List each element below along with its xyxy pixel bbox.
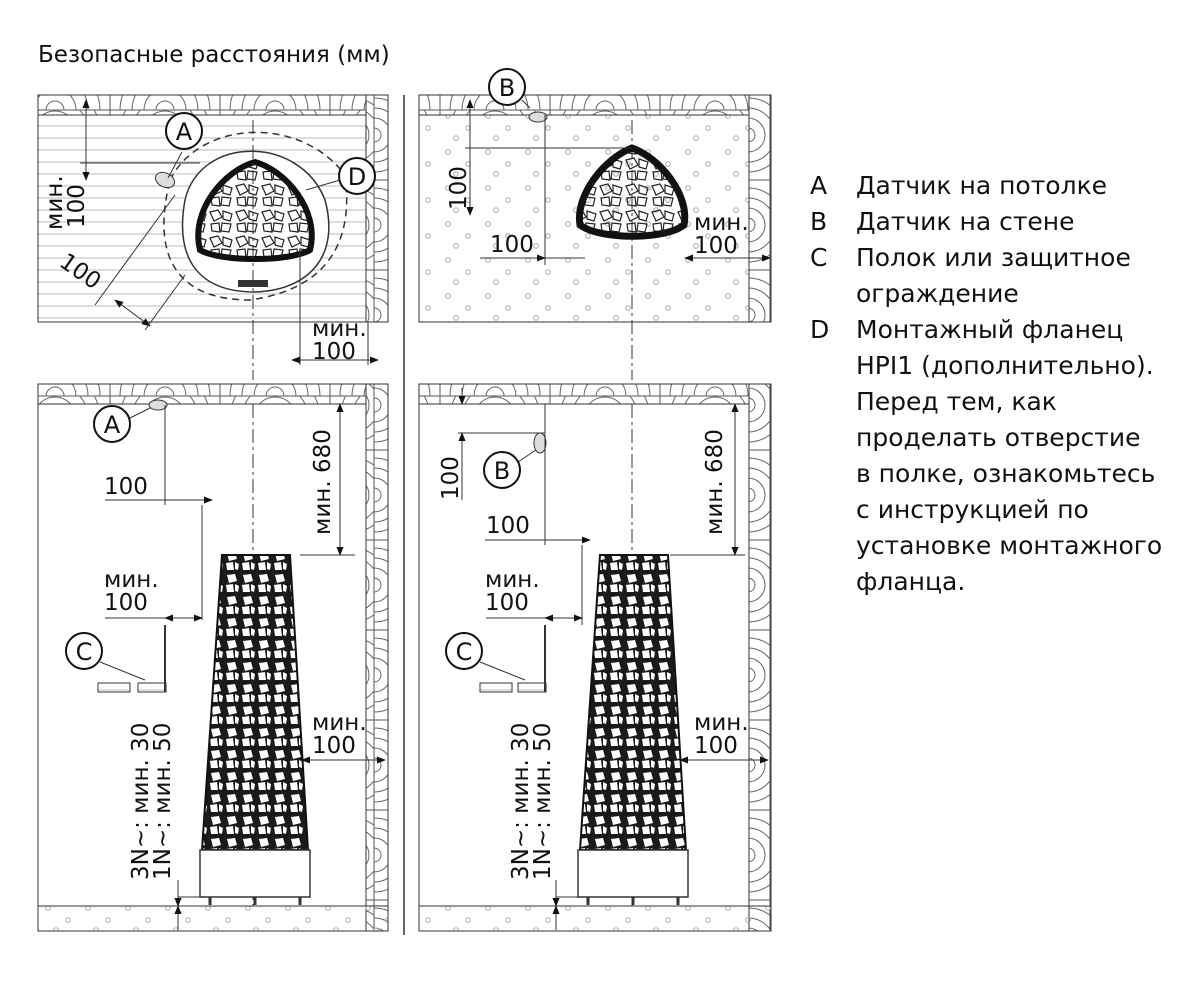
ceiling-sensor — [154, 171, 176, 189]
ceiling-sensor-side — [148, 399, 168, 411]
bottom-left-right-min-value: 100 — [312, 733, 356, 759]
legend-key: D — [810, 315, 830, 344]
bottom-left-ceiling: мин. 680 — [310, 429, 336, 535]
legend-item: C Полок или защитное ограждение — [810, 240, 1162, 312]
bottom-right-side-min-label: мин. — [485, 567, 540, 593]
bottom-right-right-min-label: мин. — [694, 710, 749, 736]
bottom-left-floor-3n: 3N~: мин. 30 — [128, 723, 154, 880]
marker-c-right-label: C — [456, 638, 473, 666]
legend-text: Датчик на стене — [856, 207, 1075, 236]
marker-a-top — [165, 112, 203, 150]
top-right-min-value: 100 — [694, 233, 738, 259]
top-right-vertical-value: 100 — [446, 166, 472, 210]
heater-base-right — [577, 849, 689, 898]
top-right-panel: B 100 100 мин. 100 — [418, 68, 772, 380]
marker-b-side — [483, 451, 521, 489]
marker-d — [338, 157, 376, 195]
top-left-min-value: 100 — [64, 184, 90, 228]
marker-b-top-label: B — [499, 74, 515, 102]
bottom-left-right-min-label: мин. — [312, 710, 367, 736]
top-left-bottom-min-value: 100 — [312, 339, 356, 365]
marker-a-side-label: A — [104, 411, 121, 439]
bottom-right-floor-1n: 1N~: мин. 50 — [530, 723, 556, 880]
heater-base — [199, 849, 311, 898]
bottom-left-top-gap: 100 — [104, 474, 148, 500]
top-left-min-label: мин. — [42, 175, 68, 230]
bottom-right-vertical-value: 100 — [438, 456, 464, 500]
marker-a-side — [93, 405, 131, 443]
bottom-right-panel: B 100 100 мин. 680 мин. 100 C мин. 100 — [418, 383, 772, 932]
top-left-bottom-min-label: мин. — [312, 316, 367, 342]
wall-sensor-top — [528, 111, 548, 123]
heater-top-view-right — [575, 144, 689, 240]
legend-text: Монтажный фланец HPI1 (дополнительно). П… — [856, 315, 1163, 596]
marker-b-side-label: B — [494, 457, 510, 485]
diagram-title: Безопасные расстояния (мм) — [38, 42, 390, 68]
legend-key: C — [810, 243, 828, 272]
top-left-panel: A D мин. 100 100 мин. 100 — [37, 94, 389, 380]
marker-c-right — [445, 632, 483, 670]
legend: A Датчик на потолке B Датчик на стене C … — [810, 168, 1162, 600]
bottom-right-right-min-value: 100 — [694, 733, 738, 759]
legend-item: D Монтажный фланец HPI1 (дополнительно).… — [810, 312, 1162, 600]
legend-text: Полок или защитное ограждение — [856, 243, 1131, 308]
marker-c-left — [65, 632, 103, 670]
bottom-left-side-min-value: 100 — [104, 590, 148, 616]
marker-c-left-label: C — [76, 638, 93, 666]
legend-item: B Датчик на стене — [810, 204, 1162, 240]
bottom-left-floor-1n: 1N~: мин. 50 — [150, 723, 176, 880]
legend-key: B — [810, 207, 828, 236]
marker-b-top — [488, 68, 526, 106]
top-right-left-value: 100 — [490, 232, 534, 258]
top-right-min-label: мин. — [694, 210, 749, 236]
legend-key: A — [810, 171, 828, 200]
bottom-left-side-min-label: мин. — [104, 567, 159, 593]
bottom-right-top-gap: 100 — [486, 513, 530, 539]
marker-d-label: D — [348, 163, 366, 191]
bottom-left-panel: A 100 мин. 680 мин. 100 C мин. 100 3N~: … — [37, 383, 389, 932]
bottom-right-ceiling: мин. 680 — [702, 429, 728, 535]
heater-top-view — [195, 158, 315, 262]
bottom-right-side-min-value: 100 — [485, 590, 529, 616]
marker-a-label: A — [176, 118, 193, 146]
legend-item: A Датчик на потолке — [810, 168, 1162, 204]
flange-outline — [163, 131, 348, 301]
legend-text: Датчик на потолке — [856, 171, 1108, 200]
bottom-right-floor-3n: 3N~: мин. 30 — [508, 723, 534, 880]
